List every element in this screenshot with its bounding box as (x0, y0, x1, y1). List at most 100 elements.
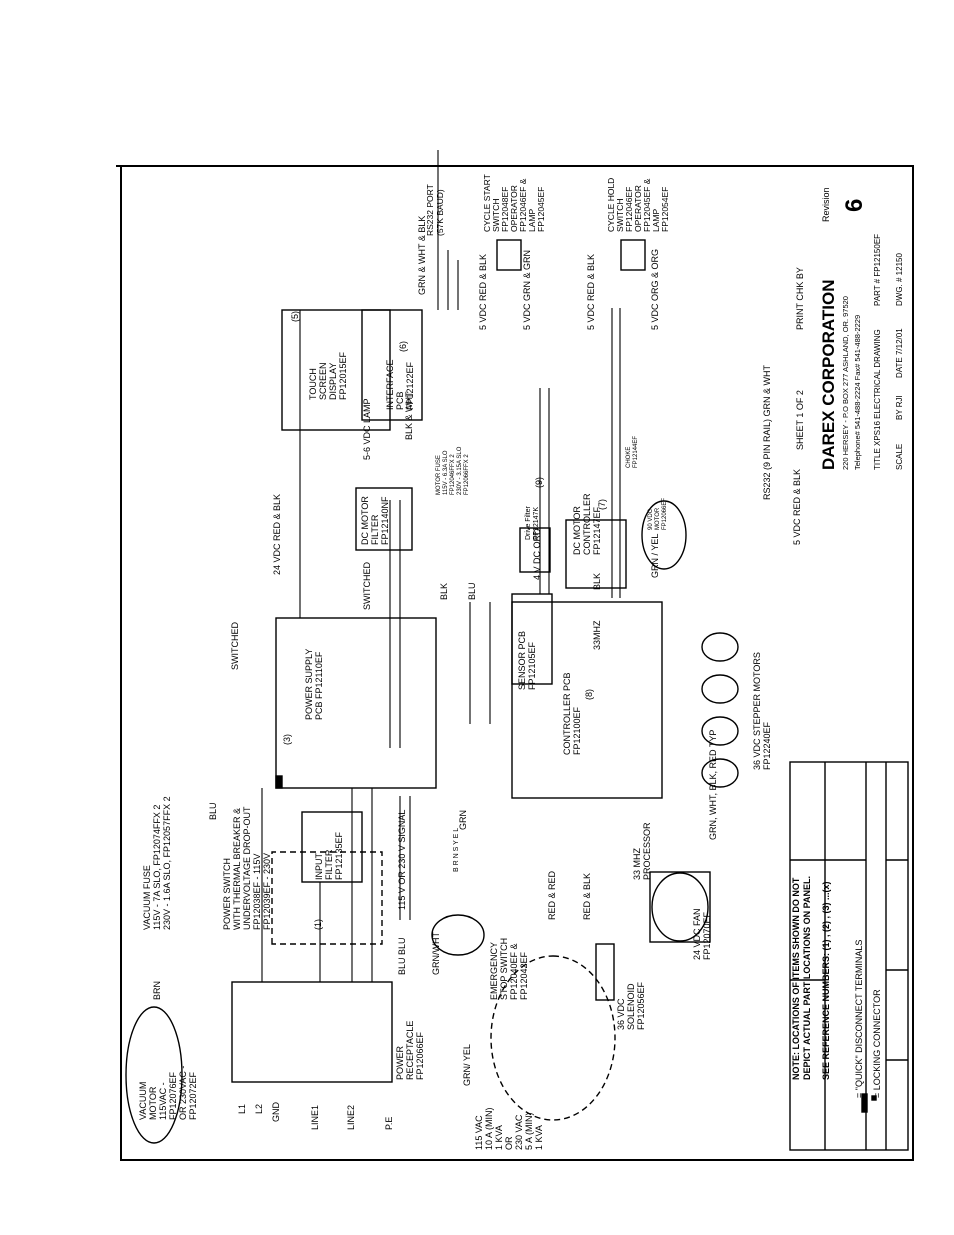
revision-number: 6 (841, 199, 868, 212)
wire-5v-rb-2: 5 VDC RED & BLK (586, 254, 596, 330)
svg-text:Drive Filter: Drive Filter (525, 505, 532, 540)
svg-text:FP12054EF: FP12054EF (660, 187, 670, 232)
wire-line1: LINE1 (310, 1105, 320, 1130)
ref-3: (3) (282, 734, 292, 745)
svg-text:DC MOTOR: DC MOTOR (360, 496, 370, 545)
touch-screen-display (281, 309, 391, 431)
svg-text:24 VDC FAN: 24 VDC FAN (692, 908, 702, 960)
svg-text:FP12122EF: FP12122EF (405, 361, 415, 410)
svg-text:DC MOTOR: DC MOTOR (572, 506, 582, 555)
svg-text:STOP SWITCH: STOP SWITCH (499, 938, 509, 1000)
vacuum-motor-label: VACUUM MOTOR 115VAC - FP12076EF OR 230VA… (138, 1066, 198, 1120)
svg-text:INTERFACE: INTERFACE (385, 359, 395, 410)
svg-text:MOTOR: MOTOR (148, 1086, 158, 1120)
wire-4vdc: 4 V DC ORD (532, 528, 542, 580)
cycle-hold-switch (620, 239, 646, 271)
solenoid (595, 943, 615, 1001)
svg-text:FILTER: FILTER (324, 849, 334, 880)
wire-5v-rb: 5 VDC RED & BLK (478, 254, 488, 330)
svg-text:FP12066EF: FP12066EF (662, 498, 668, 530)
see-reference: SEE REFERENCE NUMBERS: (1) , (2) , (3) .… (821, 881, 831, 1080)
dc-motor-filter-label: DC MOTOR FILTER FP12140NF (360, 496, 390, 545)
wire-24vdc: 24 VDC RED & BLK (272, 494, 282, 575)
note-line-1: NOTE: LOCATIONS OF ITEMS SHOWN DO NOT (791, 877, 801, 1080)
controller-pcb-label: CONTROLLER PCB FP12100EF (562, 672, 582, 755)
svg-text:WITH THERMAL BREAKER &: WITH THERMAL BREAKER & (232, 808, 242, 930)
svg-text:230V - 3.15A SLO: 230V - 3.15A SLO (457, 446, 463, 495)
interface-pcb-label: INTERFACE PCB FP12122EF (385, 359, 415, 410)
svg-text:MOTOR FUSE: MOTOR FUSE (436, 455, 442, 495)
revision-label: Revision (821, 187, 831, 222)
company-address: 220 HERSEY - P.O BOX 277 ASHLAND, OR. 97… (841, 296, 850, 470)
input-filter (301, 811, 363, 883)
quick-disconnect-note: = "QUICK" DISCONNECT TERMINALS (854, 940, 864, 1098)
svg-text:90 VDC: 90 VDC (648, 508, 654, 530)
ref-1: (1) (313, 919, 323, 930)
sheet-label: SHEET 1 OF 2 (795, 390, 805, 450)
svg-text:SWITCH: SWITCH (491, 198, 501, 232)
ref-9: (9) (534, 477, 544, 488)
wire-grn-set: GRN, WHT, BLK, RED TYP (708, 730, 718, 840)
ref-6: (6) (398, 341, 408, 352)
wire-blk-wht: BLK & WHT (404, 391, 414, 440)
svg-text:INPUT: INPUT (314, 852, 324, 880)
svg-text:FP12040EF &: FP12040EF & (509, 943, 519, 1000)
estop-label: EMERGENCY STOP SWITCH FP12040EF & FP1204… (489, 938, 529, 1000)
choke-label: CHOKE FP12144EF (626, 436, 639, 468)
svg-text:RS232 PORT: RS232 PORT (425, 184, 435, 236)
svg-text:FP12240EF: FP12240EF (762, 721, 772, 770)
svg-text:36 VDC STEPPER MOTORS: 36 VDC STEPPER MOTORS (752, 652, 762, 770)
svg-text:10 A (MIN): 10 A (MIN) (484, 1107, 494, 1150)
svg-text:FP12015EF: FP12015EF (338, 351, 348, 400)
drive-filter-label: Drive Filter FP12147K (525, 505, 540, 540)
wire-blk-4: BLK (592, 573, 602, 590)
wire-grn-yel-2: GRN / YEL (650, 534, 660, 578)
svg-text:RECEPTACLE: RECEPTACLE (405, 1021, 415, 1080)
svg-text:FP12070EF: FP12070EF (702, 911, 712, 960)
svg-text:FP12147K: FP12147K (533, 507, 540, 540)
sensor-pcb-label: SENSOR PCB FP12105EF (517, 631, 537, 690)
svg-text:DISPLAY: DISPLAY (328, 363, 338, 400)
svg-text:FP12066EF: FP12066EF (415, 1031, 425, 1080)
wire-grn-wht-blk: GRN & WHT & BLK (417, 216, 427, 295)
svg-text:115V - 7A SLO, FP12074FFX 2: 115V - 7A SLO, FP12074FFX 2 (152, 805, 162, 930)
svg-text:FP12045EF &: FP12045EF & (642, 178, 652, 232)
wire-l1: L1 (237, 1104, 247, 1114)
by-label: BY RJI (895, 395, 904, 420)
svg-text:FP12046EF: FP12046EF (624, 187, 634, 232)
svg-text:VACUUM FUSE: VACUUM FUSE (142, 865, 152, 930)
svg-text:FP12147EF: FP12147EF (592, 506, 602, 555)
svg-text:5 A (MIN): 5 A (MIN) (524, 1112, 534, 1150)
power-receptacle-label: POWER RECEPTACLE FP12066EF (395, 1021, 425, 1080)
emergency-stop (431, 914, 485, 956)
note-line-2: DEPICT ACTUAL PART LOCATIONS ON PANEL. (802, 876, 812, 1080)
stepper-motors (701, 632, 739, 788)
svg-text:33 MHZ: 33 MHZ (632, 847, 642, 880)
svg-text:SENSOR PCB: SENSOR PCB (517, 631, 527, 690)
wire-switched-2: SWITCHED (362, 562, 372, 610)
line-voltage-label: 115 VAC 10 A (MIN) 1 KVA OR 230 VAC 5 A … (474, 1107, 544, 1150)
vacuum-fuse-label: VACUUM FUSE 115V - 7A SLO, FP12074FFX 2 … (142, 796, 172, 930)
stepper-motors-label: 36 VDC STEPPER MOTORS FP12240EF (752, 652, 772, 770)
motor-fuse-label: MOTOR FUSE 115V - 6.3A SLO FP12046FFX 2 … (436, 446, 470, 495)
svg-text:PCB FP12110EF: PCB FP12110EF (314, 651, 324, 720)
dc-motor-filter (355, 487, 413, 551)
company-phone: Telephone# 541-488-2224 Fax# 541-488-222… (853, 315, 862, 470)
svg-text:FP12135EF: FP12135EF (334, 831, 344, 880)
svg-text:CONTROLLER PCB: CONTROLLER PCB (562, 672, 572, 755)
print-check-label: PRINT CHK BY (795, 267, 805, 330)
svg-text:OR 230VAC -: OR 230VAC - (178, 1066, 188, 1120)
wire-5v-oo: 5 VDC ORG & ORG (650, 249, 660, 330)
wire-red-blk: RED & BLK (582, 873, 592, 920)
svg-text:CYCLE HOLD: CYCLE HOLD (606, 178, 616, 232)
svg-text:CYCLE START: CYCLE START (482, 174, 492, 232)
wire-blk: BLK (439, 583, 449, 600)
svg-text:FP12072EF: FP12072EF (188, 1071, 198, 1120)
svg-text:FP12042EF: FP12042EF (519, 951, 529, 1000)
dc-motor-controller-label: DC MOTOR CONTROLLER FP12147EF (572, 493, 602, 555)
wire-grn-wht: GRN/WHT (431, 932, 441, 975)
svg-text:FP12144EF: FP12144EF (633, 436, 639, 468)
svg-text:1 KVA: 1 KVA (534, 1125, 544, 1150)
svg-text:POWER: POWER (395, 1045, 405, 1080)
drawing-title: TITLE XPS16 ELECTRICAL DRAWING (873, 329, 882, 470)
